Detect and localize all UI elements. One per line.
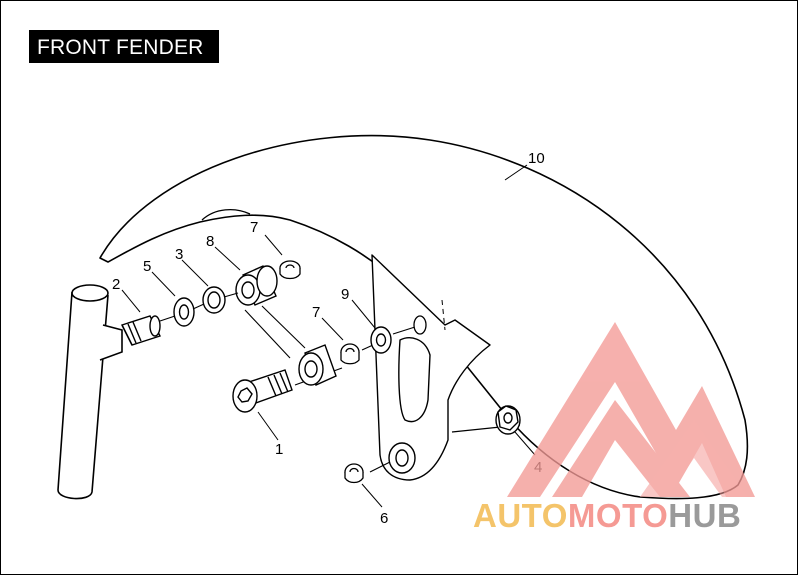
fork-tube	[57, 284, 123, 500]
watermark-hub: HUB	[668, 497, 741, 534]
part-7-nut-upper	[279, 260, 301, 280]
callout-7-upper: 7	[250, 219, 258, 236]
assembly-lines	[159, 292, 416, 473]
callout-6: 6	[380, 510, 388, 527]
callout-3: 3	[175, 246, 183, 263]
diagram-title: FRONT FENDER	[37, 36, 204, 59]
part-9-washer	[370, 326, 392, 354]
part-3-ring	[202, 286, 226, 314]
fender-inner-edge	[201, 209, 251, 221]
watermark-moto: MOTO	[568, 497, 668, 534]
title-box: FRONT FENDER	[29, 30, 219, 63]
callout-2: 2	[112, 276, 120, 293]
callout-9: 9	[341, 286, 349, 303]
part-6-bushing	[344, 463, 364, 484]
callout-7-lower: 7	[312, 304, 320, 321]
part-2-stud	[121, 315, 161, 346]
leader-lines	[121, 164, 536, 508]
watermark-logo	[507, 322, 755, 497]
part-5-washer	[173, 297, 195, 327]
callout-8: 8	[206, 233, 214, 250]
callout-5: 5	[143, 258, 151, 275]
part-4-flange-nut	[495, 405, 521, 435]
part-8-bushing-lower	[298, 344, 337, 386]
fender-hole-upper	[413, 315, 427, 335]
watermark-text: AUTOMOTOHUB	[473, 497, 741, 534]
part-7-nut-lower	[340, 343, 360, 365]
part-1-bolt	[232, 369, 293, 413]
fender-mount-bracket	[371, 254, 491, 481]
callout-10: 10	[528, 150, 545, 167]
part-8-bushing-upper	[235, 265, 278, 306]
watermark-auto: AUTO	[473, 497, 568, 534]
fender-hole-lower	[388, 442, 416, 474]
callout-1: 1	[275, 441, 283, 458]
